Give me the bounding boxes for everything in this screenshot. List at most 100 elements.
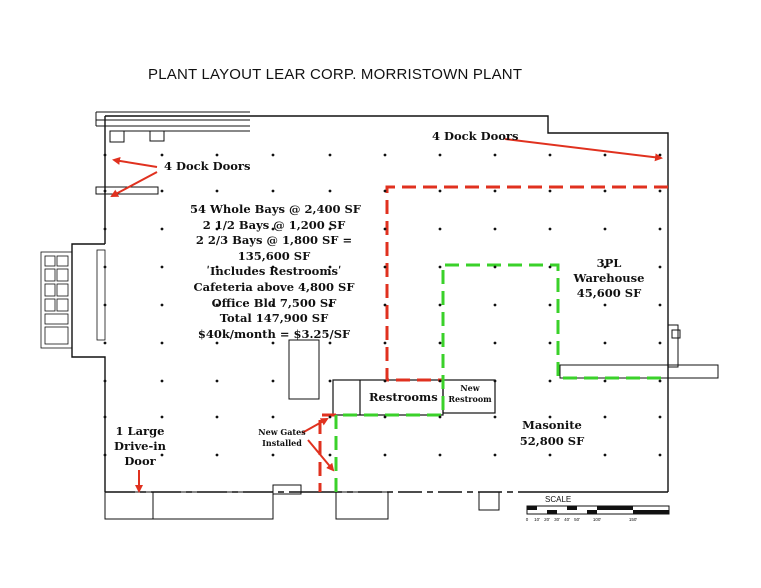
column-dot <box>328 265 332 269</box>
column-dot <box>160 453 164 457</box>
warehouse-name-line2: Warehouse <box>573 271 645 285</box>
column-dot <box>328 453 332 457</box>
arrow-dock-left-lower <box>110 171 158 197</box>
arrow-gates-lower <box>307 439 335 472</box>
column-dot <box>493 303 497 307</box>
column-grid <box>103 153 662 457</box>
column-dot <box>438 153 442 157</box>
column-dot <box>493 265 497 269</box>
column-dot <box>383 265 387 269</box>
scale-tick-label: 10' <box>534 517 540 522</box>
warehouse-name-line1: 3PL <box>596 256 622 270</box>
info-line: 54 Whole Bays @ 2,400 SF <box>190 202 361 216</box>
column-dot <box>438 379 442 383</box>
dock-doors-right-label: 4 Dock Doors <box>432 129 519 143</box>
column-dot <box>160 153 164 157</box>
drive-in-line1: 1 Large <box>115 424 165 438</box>
masonite-name: Masonite <box>522 418 582 432</box>
drive-in-line3: Door <box>124 454 156 468</box>
column-dot <box>215 227 219 231</box>
column-dot <box>603 189 607 193</box>
info-line: 2 2/3 Bays @ 1,800 SF = <box>195 233 353 248</box>
column-dot <box>383 153 387 157</box>
column-dot <box>103 453 107 457</box>
restrooms-label: Restrooms <box>369 390 438 404</box>
column-dot <box>103 379 107 383</box>
column-dot <box>328 189 332 193</box>
column-dot <box>548 453 552 457</box>
column-dot <box>383 189 387 193</box>
column-dot <box>658 153 662 157</box>
warehouse-area: 45,600 SF <box>576 286 642 300</box>
interior-partition <box>288 339 320 400</box>
info-line: ʹIncludes Restroomsʹ <box>206 264 342 279</box>
column-dot <box>328 153 332 157</box>
column-dot <box>215 153 219 157</box>
gates-line2: Installed <box>262 438 302 448</box>
column-dot <box>658 415 662 419</box>
scale-tick-label: 40' <box>564 517 570 522</box>
column-dot <box>383 341 387 345</box>
column-dot <box>215 415 219 419</box>
column-dot <box>160 341 164 345</box>
column-dot <box>603 265 607 269</box>
column-dot <box>493 189 497 193</box>
column-dot <box>271 303 275 307</box>
column-dot <box>328 303 332 307</box>
bottom-annex <box>104 484 500 520</box>
column-dot <box>658 265 662 269</box>
column-dot <box>160 265 164 269</box>
column-dot <box>438 415 442 419</box>
column-dot <box>603 379 607 383</box>
warehouse-boundary <box>318 185 668 492</box>
column-dot <box>103 341 107 345</box>
new-restroom-label: New Restroom <box>445 383 495 405</box>
column-dot <box>603 453 607 457</box>
page-title: PLANT LAYOUT LEAR CORP. MORRISTOWN PLANT <box>148 66 523 83</box>
column-dot <box>603 153 607 157</box>
gates-label: New Gates Installed <box>252 427 312 449</box>
info-line: Total 147,900 SF <box>219 311 329 326</box>
arrow-dock-left-upper <box>112 157 158 168</box>
column-dot <box>160 303 164 307</box>
column-dot <box>493 415 497 419</box>
column-dot <box>658 227 662 231</box>
column-dot <box>271 265 275 269</box>
office-annex <box>40 249 106 349</box>
column-dot <box>160 379 164 383</box>
scale-tick-label: 0 <box>526 517 529 522</box>
column-dot <box>160 189 164 193</box>
scale-tick-label: 50' <box>574 517 580 522</box>
column-dot <box>438 341 442 345</box>
scale-tick-label: 100' <box>593 517 602 522</box>
masonite-label: Masonite 52,800 SF <box>512 417 592 449</box>
column-dot <box>603 227 607 231</box>
info-line: $40k/month = $3.25/SF <box>197 326 351 341</box>
column-dot <box>603 415 607 419</box>
column-dot <box>215 303 219 307</box>
column-dot <box>603 303 607 307</box>
column-dot <box>103 303 107 307</box>
column-dot <box>383 227 387 231</box>
column-dot <box>603 341 607 345</box>
column-dot <box>658 453 662 457</box>
column-dot <box>271 379 275 383</box>
top-dock-structure <box>95 111 250 143</box>
info-line: 2 1/2 Bays @ 1,200 SF <box>202 217 346 232</box>
column-dot <box>328 227 332 231</box>
column-dot <box>493 227 497 231</box>
column-dot <box>383 303 387 307</box>
gates-line1: New Gates <box>258 427 306 437</box>
column-dot <box>438 227 442 231</box>
drive-in-line2: Drive-in <box>114 439 166 453</box>
column-dot <box>438 303 442 307</box>
scale-label: SCALE <box>545 495 571 504</box>
column-dot <box>215 379 219 383</box>
masonite-boundary <box>334 263 668 492</box>
new-restroom-line1: New <box>460 383 480 393</box>
info-block: 54 Whole Bays @ 2,400 SF 2 1/2 Bays @ 1,… <box>190 202 361 342</box>
column-dot <box>215 265 219 269</box>
column-dot <box>271 453 275 457</box>
